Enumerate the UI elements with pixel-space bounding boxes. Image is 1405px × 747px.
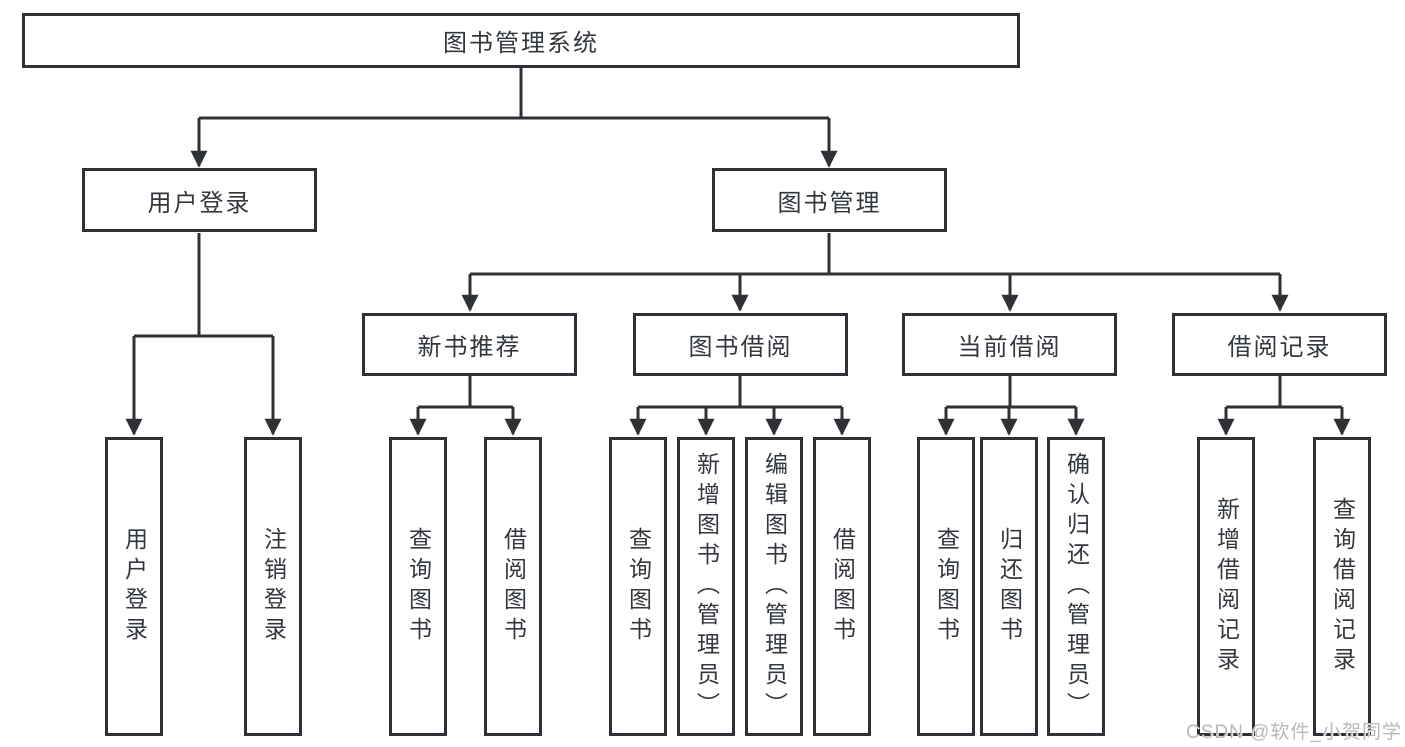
node-label: 编辑图书（管理员） bbox=[761, 451, 788, 722]
connector-user-login-split bbox=[134, 233, 273, 338]
connector-new-book-split bbox=[418, 376, 513, 409]
csdn-watermark: CSDN @软件_小贺同学 bbox=[1186, 722, 1402, 743]
leaf-add-borrow-record: 新增借阅记录 bbox=[1197, 437, 1255, 736]
connector-current-borrow-split bbox=[946, 376, 1076, 409]
leaf-confirm-return-admin: 确认归还（管理员） bbox=[1047, 437, 1105, 736]
node-label: 借阅图书 bbox=[500, 526, 527, 647]
node-borrow-records: 借阅记录 bbox=[1172, 313, 1387, 376]
connector-book-management-split bbox=[470, 233, 1280, 276]
node-label: 新书推荐 bbox=[417, 334, 522, 361]
leaf-borrow-books-recommend: 借阅图书 bbox=[484, 437, 542, 736]
node-label: 归还图书 bbox=[996, 526, 1023, 647]
node-label: 图书管理 bbox=[777, 189, 882, 217]
node-label: 新增借阅记录 bbox=[1213, 496, 1240, 677]
node-label: 注销登录 bbox=[260, 526, 287, 647]
leaf-borrow-books: 借阅图书 bbox=[813, 437, 871, 736]
leaf-add-books-admin: 新增图书（管理员） bbox=[677, 437, 735, 736]
node-label: 用户登录 bbox=[147, 189, 252, 217]
leaf-edit-books-admin: 编辑图书（管理员） bbox=[745, 437, 803, 736]
node-label: 图书管理系统 bbox=[443, 30, 599, 57]
node-label: 新增图书（管理员） bbox=[693, 451, 720, 722]
node-label: 确认归还（管理员） bbox=[1063, 451, 1090, 722]
node-label: 借阅图书 bbox=[829, 526, 856, 647]
node-user-login: 用户登录 bbox=[82, 168, 317, 232]
connector-root-split bbox=[199, 68, 829, 120]
node-label: 查询图书 bbox=[933, 526, 960, 647]
node-label: 借阅记录 bbox=[1227, 334, 1332, 361]
connector-book-borrow-split bbox=[638, 376, 842, 409]
leaf-logout: 注销登录 bbox=[244, 437, 302, 736]
node-label: 查询图书 bbox=[625, 526, 652, 647]
leaf-query-books-borrow: 查询图书 bbox=[609, 437, 667, 736]
node-library-management-system: 图书管理系统 bbox=[22, 13, 1020, 68]
leaf-return-books: 归还图书 bbox=[980, 437, 1038, 736]
node-book-management: 图书管理 bbox=[712, 168, 947, 232]
node-label: 用户登录 bbox=[121, 526, 148, 647]
node-label: 查询图书 bbox=[405, 526, 432, 647]
leaf-user-login: 用户登录 bbox=[105, 437, 163, 736]
node-label: 查询借阅记录 bbox=[1329, 496, 1356, 677]
leaf-query-books-current: 查询图书 bbox=[917, 437, 975, 736]
leaf-query-borrow-record: 查询借阅记录 bbox=[1313, 437, 1371, 736]
node-label: 当前借阅 bbox=[957, 334, 1062, 361]
node-new-book-recommend: 新书推荐 bbox=[362, 313, 577, 376]
leaf-query-books-recommend: 查询图书 bbox=[389, 437, 447, 736]
node-label: 图书借阅 bbox=[688, 334, 793, 361]
node-current-borrow: 当前借阅 bbox=[902, 313, 1117, 376]
connector-borrow-records-split bbox=[1226, 376, 1342, 409]
node-book-borrow: 图书借阅 bbox=[633, 313, 848, 376]
